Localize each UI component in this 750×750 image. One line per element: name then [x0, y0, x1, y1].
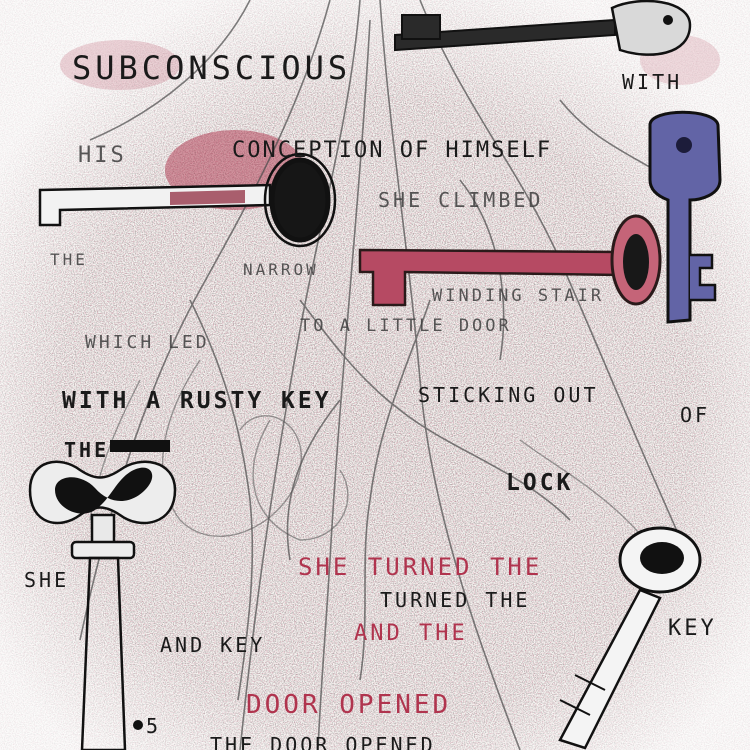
word-key: KEY: [668, 616, 717, 641]
word-to-little-door: TO A LITTLE DOOR: [300, 316, 512, 336]
key-red: [358, 214, 662, 307]
word-and-key: AND KEY: [160, 633, 266, 657]
scribble-mark: [110, 440, 170, 452]
word-the-2: THE: [64, 438, 110, 462]
word-and-the: AND THE: [354, 621, 468, 646]
key-bottom-right: [558, 526, 702, 750]
word-his: HIS: [78, 143, 127, 168]
word-with-a-rusty-key: WITH A RUSTY KEY: [62, 388, 332, 414]
word-sticking-out: STICKING OUT: [418, 383, 599, 407]
word-which-led: WHICH LED: [85, 332, 210, 353]
word-turned-the: TURNED THE: [380, 588, 531, 612]
word-of: OF: [680, 403, 711, 427]
word-door-opened: DOOR OPENED: [246, 690, 452, 720]
word-the-door-opened: THE DOOR OPENED: [210, 733, 436, 750]
word-lock: LOCK: [506, 470, 574, 496]
word-conception: CONCEPTION OF HIMSELF: [232, 138, 553, 163]
page-number: 5: [146, 714, 162, 738]
word-narrow: NARROW: [243, 260, 319, 279]
word-with: WITH: [622, 70, 683, 94]
key-left-large: [38, 152, 337, 248]
word-she: SHE: [24, 568, 70, 592]
word-she-turned-the: SHE TURNED THE: [298, 553, 543, 581]
word-she-climbed: SHE CLIMBED: [378, 188, 544, 212]
word-subconscious: SUBCONSCIOUS: [72, 49, 352, 87]
word-winding-stair: WINDING STAIR: [432, 286, 605, 306]
word-the-1: THE: [50, 250, 88, 269]
key-violet: [648, 110, 722, 324]
key-bottom-left: [28, 460, 177, 750]
key-top-right: [394, 0, 692, 56]
